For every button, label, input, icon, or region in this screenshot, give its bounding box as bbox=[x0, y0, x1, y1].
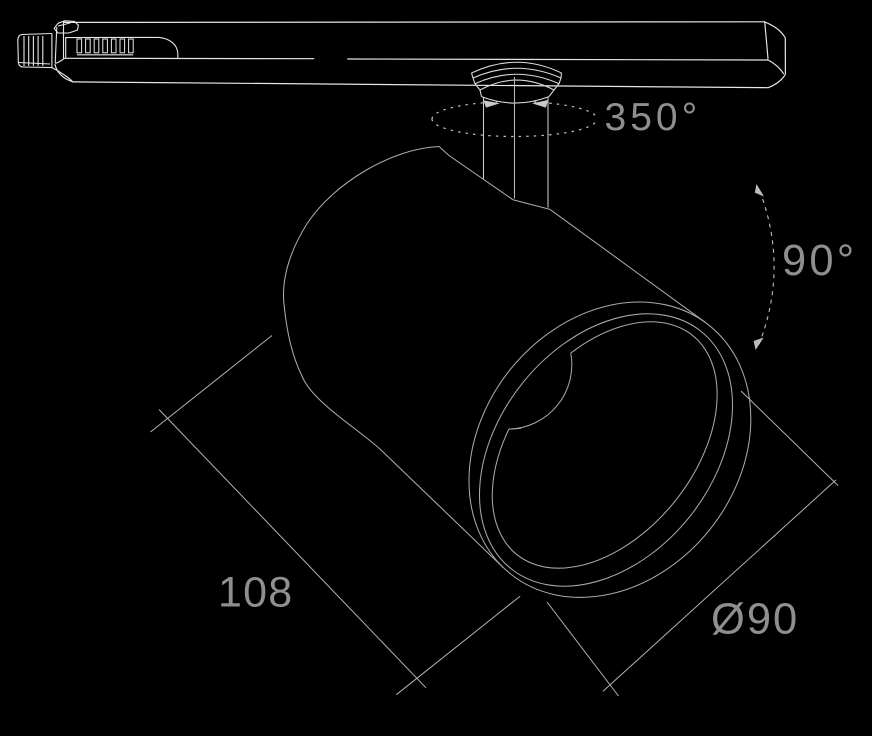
svg-text:350°: 350° bbox=[605, 96, 702, 139]
svg-text:Ø90: Ø90 bbox=[711, 596, 799, 644]
svg-text:90°: 90° bbox=[782, 237, 857, 285]
svg-text:108: 108 bbox=[218, 569, 293, 617]
